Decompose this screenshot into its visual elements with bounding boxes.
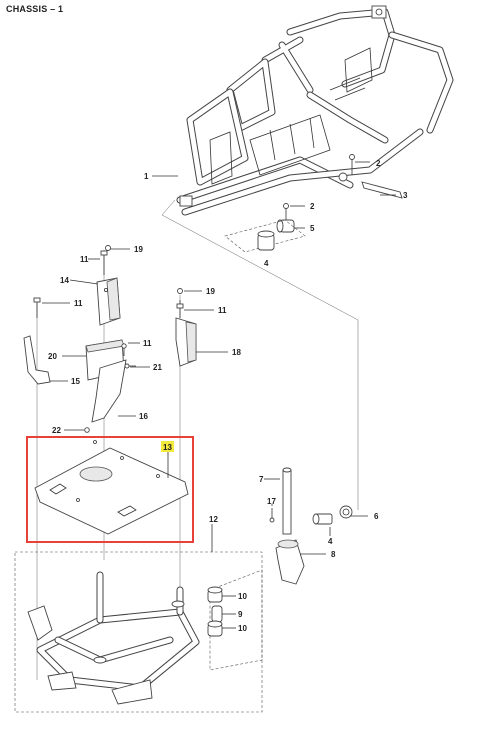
chassis-frame[interactable]	[176, 5, 454, 216]
bolt-21[interactable]	[124, 363, 136, 369]
bracket-16[interactable]	[91, 359, 127, 423]
bolt-11-d[interactable]	[176, 300, 184, 318]
callout-19-b: 19	[206, 287, 215, 296]
bolt-19-a[interactable]	[105, 245, 111, 251]
pin-7[interactable]	[282, 467, 292, 535]
group-12-outline	[14, 551, 263, 713]
callout-11-a: 11	[80, 255, 89, 264]
base-plate-13[interactable]	[34, 440, 189, 535]
callout-18: 18	[232, 348, 241, 357]
pin-3[interactable]	[338, 172, 403, 199]
callout-5: 5	[310, 224, 315, 233]
bracket-8[interactable]	[275, 539, 305, 585]
callout-11-b: 11	[74, 299, 83, 308]
callout-9: 9	[238, 610, 243, 619]
callout-4-upper: 4	[264, 259, 269, 268]
bolt-2-lower[interactable]	[283, 203, 289, 223]
washer-10-a[interactable]	[207, 586, 223, 603]
callout-7: 7	[259, 475, 264, 484]
callout-11-d: 11	[218, 306, 227, 315]
bolt-11-a[interactable]	[100, 250, 108, 275]
leader-lines	[42, 161, 396, 629]
callout-22: 22	[52, 426, 61, 435]
callout-2-upper: 2	[376, 159, 381, 168]
bolt-22[interactable]	[84, 427, 90, 433]
callout-8: 8	[331, 550, 336, 559]
bolt-2-upper[interactable]	[349, 154, 355, 176]
callout-21: 21	[153, 363, 162, 372]
bolt-11-b[interactable]	[33, 297, 41, 318]
callout-10-b: 10	[238, 624, 247, 633]
washer-group-outline	[209, 569, 263, 671]
bracket-15[interactable]	[23, 335, 51, 385]
bracket-18[interactable]	[175, 317, 197, 367]
washer-10-b[interactable]	[207, 620, 223, 637]
callout-16: 16	[139, 412, 148, 421]
callout-10-a: 10	[238, 592, 247, 601]
callout-13-highlight	[161, 441, 174, 452]
bolt-19-b[interactable]	[177, 288, 183, 294]
callout-14: 14	[60, 276, 69, 285]
callout-4-lower: 4	[328, 537, 333, 546]
callout-20: 20	[48, 352, 57, 361]
lower-frame[interactable]	[27, 571, 200, 705]
bushing-5[interactable]	[276, 219, 295, 233]
ring-6[interactable]	[339, 505, 353, 519]
callout-11-c: 11	[143, 339, 152, 348]
callout-1: 1	[144, 172, 149, 181]
bolt-11-c[interactable]	[121, 343, 127, 356]
page-title: CHASSIS – 1	[6, 4, 64, 14]
bracket-14[interactable]	[96, 277, 121, 326]
bushing-4-upper[interactable]	[224, 219, 306, 253]
spacer-9[interactable]	[211, 605, 223, 623]
highlight-box	[26, 436, 194, 543]
callout-17: 17	[267, 497, 276, 506]
bolt-17[interactable]	[269, 508, 275, 523]
callout-3: 3	[403, 191, 408, 200]
callout-2-lower: 2	[310, 202, 315, 211]
callout-13[interactable]: 13	[163, 443, 172, 452]
spacer-4-lower[interactable]	[312, 513, 333, 525]
callout-12: 12	[209, 515, 218, 524]
callout-15: 15	[71, 377, 80, 386]
callout-6: 6	[374, 512, 379, 521]
callout-19-a: 19	[134, 245, 143, 254]
